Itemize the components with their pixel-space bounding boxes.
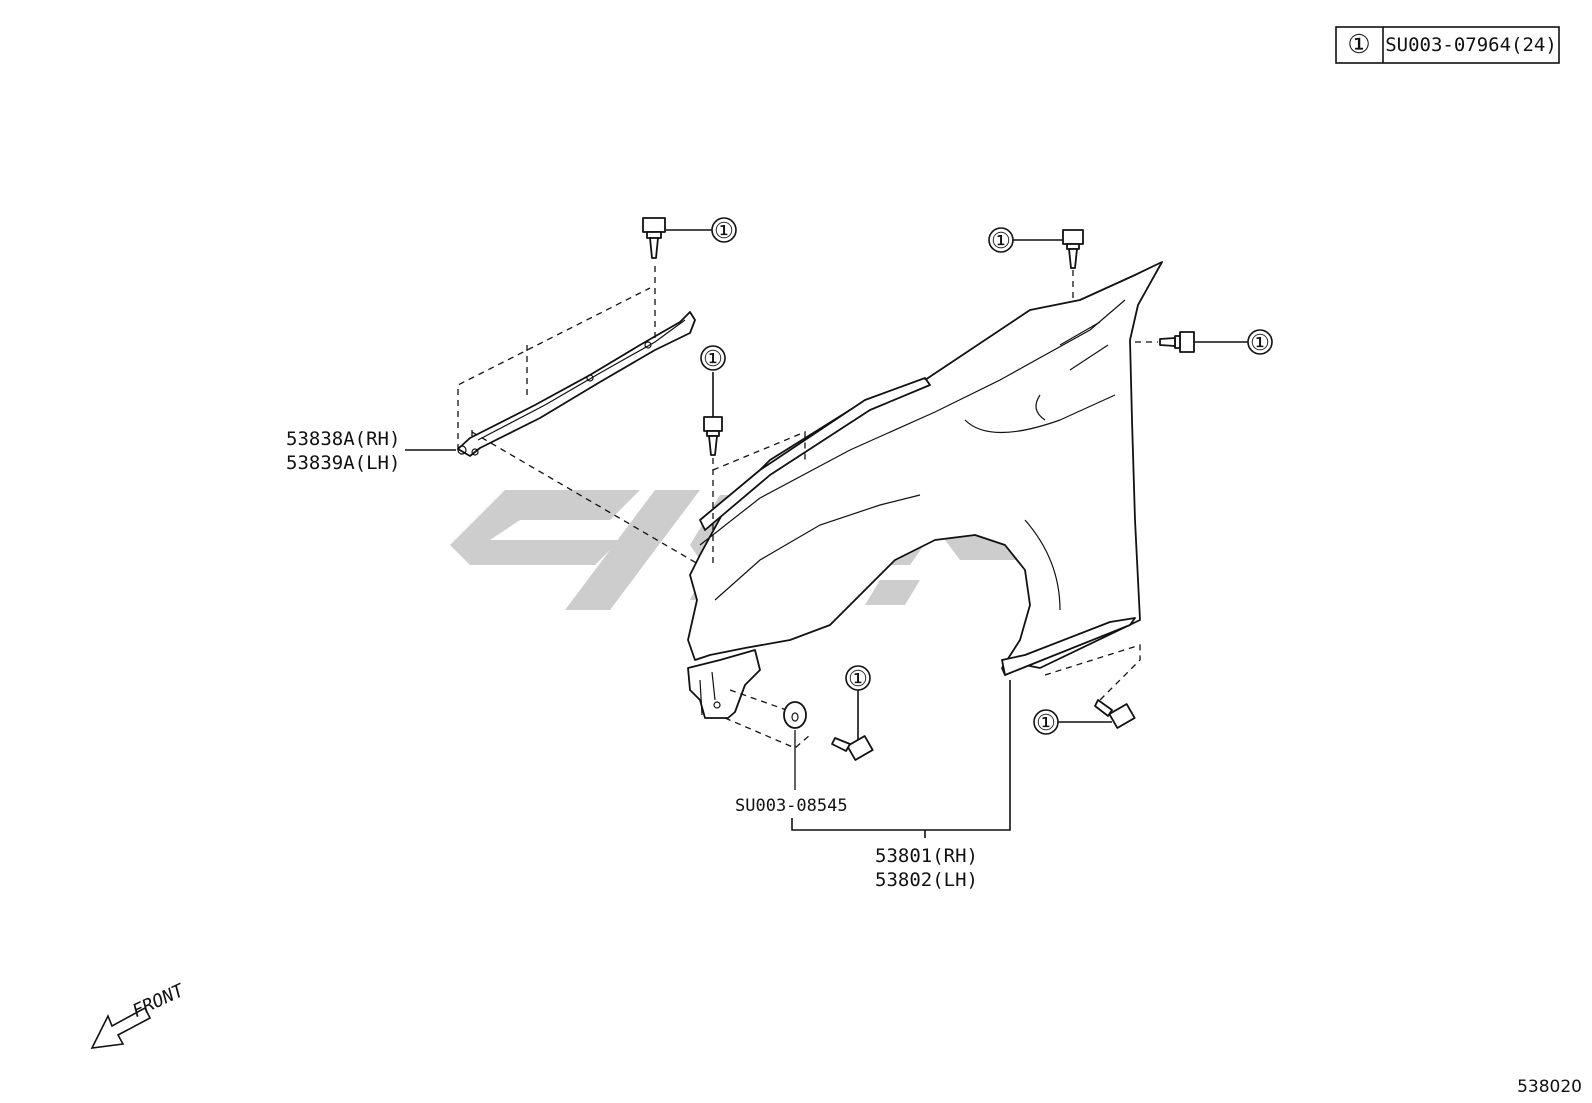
callout-1: ①: [714, 219, 734, 244]
fender-rh-label: 53801(RH): [875, 845, 978, 867]
callout-4: ①: [1250, 331, 1270, 356]
bolt-icon: [831, 735, 874, 761]
legend-box: ① SU003-07964(24): [1335, 26, 1560, 64]
diagram-id: 538020: [1517, 1077, 1582, 1097]
front-direction-label: FRONT: [131, 980, 186, 1023]
fender-lh-label: 53802(LH): [875, 869, 978, 891]
callout-5: ①: [1036, 711, 1056, 736]
callout-2: ①: [703, 347, 723, 372]
legend-code: SU003-07964(24): [1385, 34, 1557, 56]
bolt-icon: [642, 217, 666, 259]
bracket-rh-label: 53838A(RH): [286, 428, 400, 450]
clip-icon: [783, 701, 807, 729]
fender-lower-mount: [687, 649, 761, 719]
callout-6: ①: [848, 667, 868, 692]
bolt-icon: [1094, 699, 1136, 729]
bolt-icon: [1159, 331, 1195, 353]
front-fender: [687, 261, 1163, 676]
legend-symbol: ①: [1347, 30, 1370, 60]
clip-part-label: SU003-08545: [735, 796, 848, 816]
bolt-icon: [1062, 229, 1084, 269]
bracket-lh-label: 53839A(LH): [286, 452, 400, 474]
fender-bracket: [457, 311, 696, 457]
front-arrow-icon: [90, 1006, 152, 1049]
callout-3: ①: [991, 229, 1011, 254]
bolt-icon: [703, 416, 723, 456]
